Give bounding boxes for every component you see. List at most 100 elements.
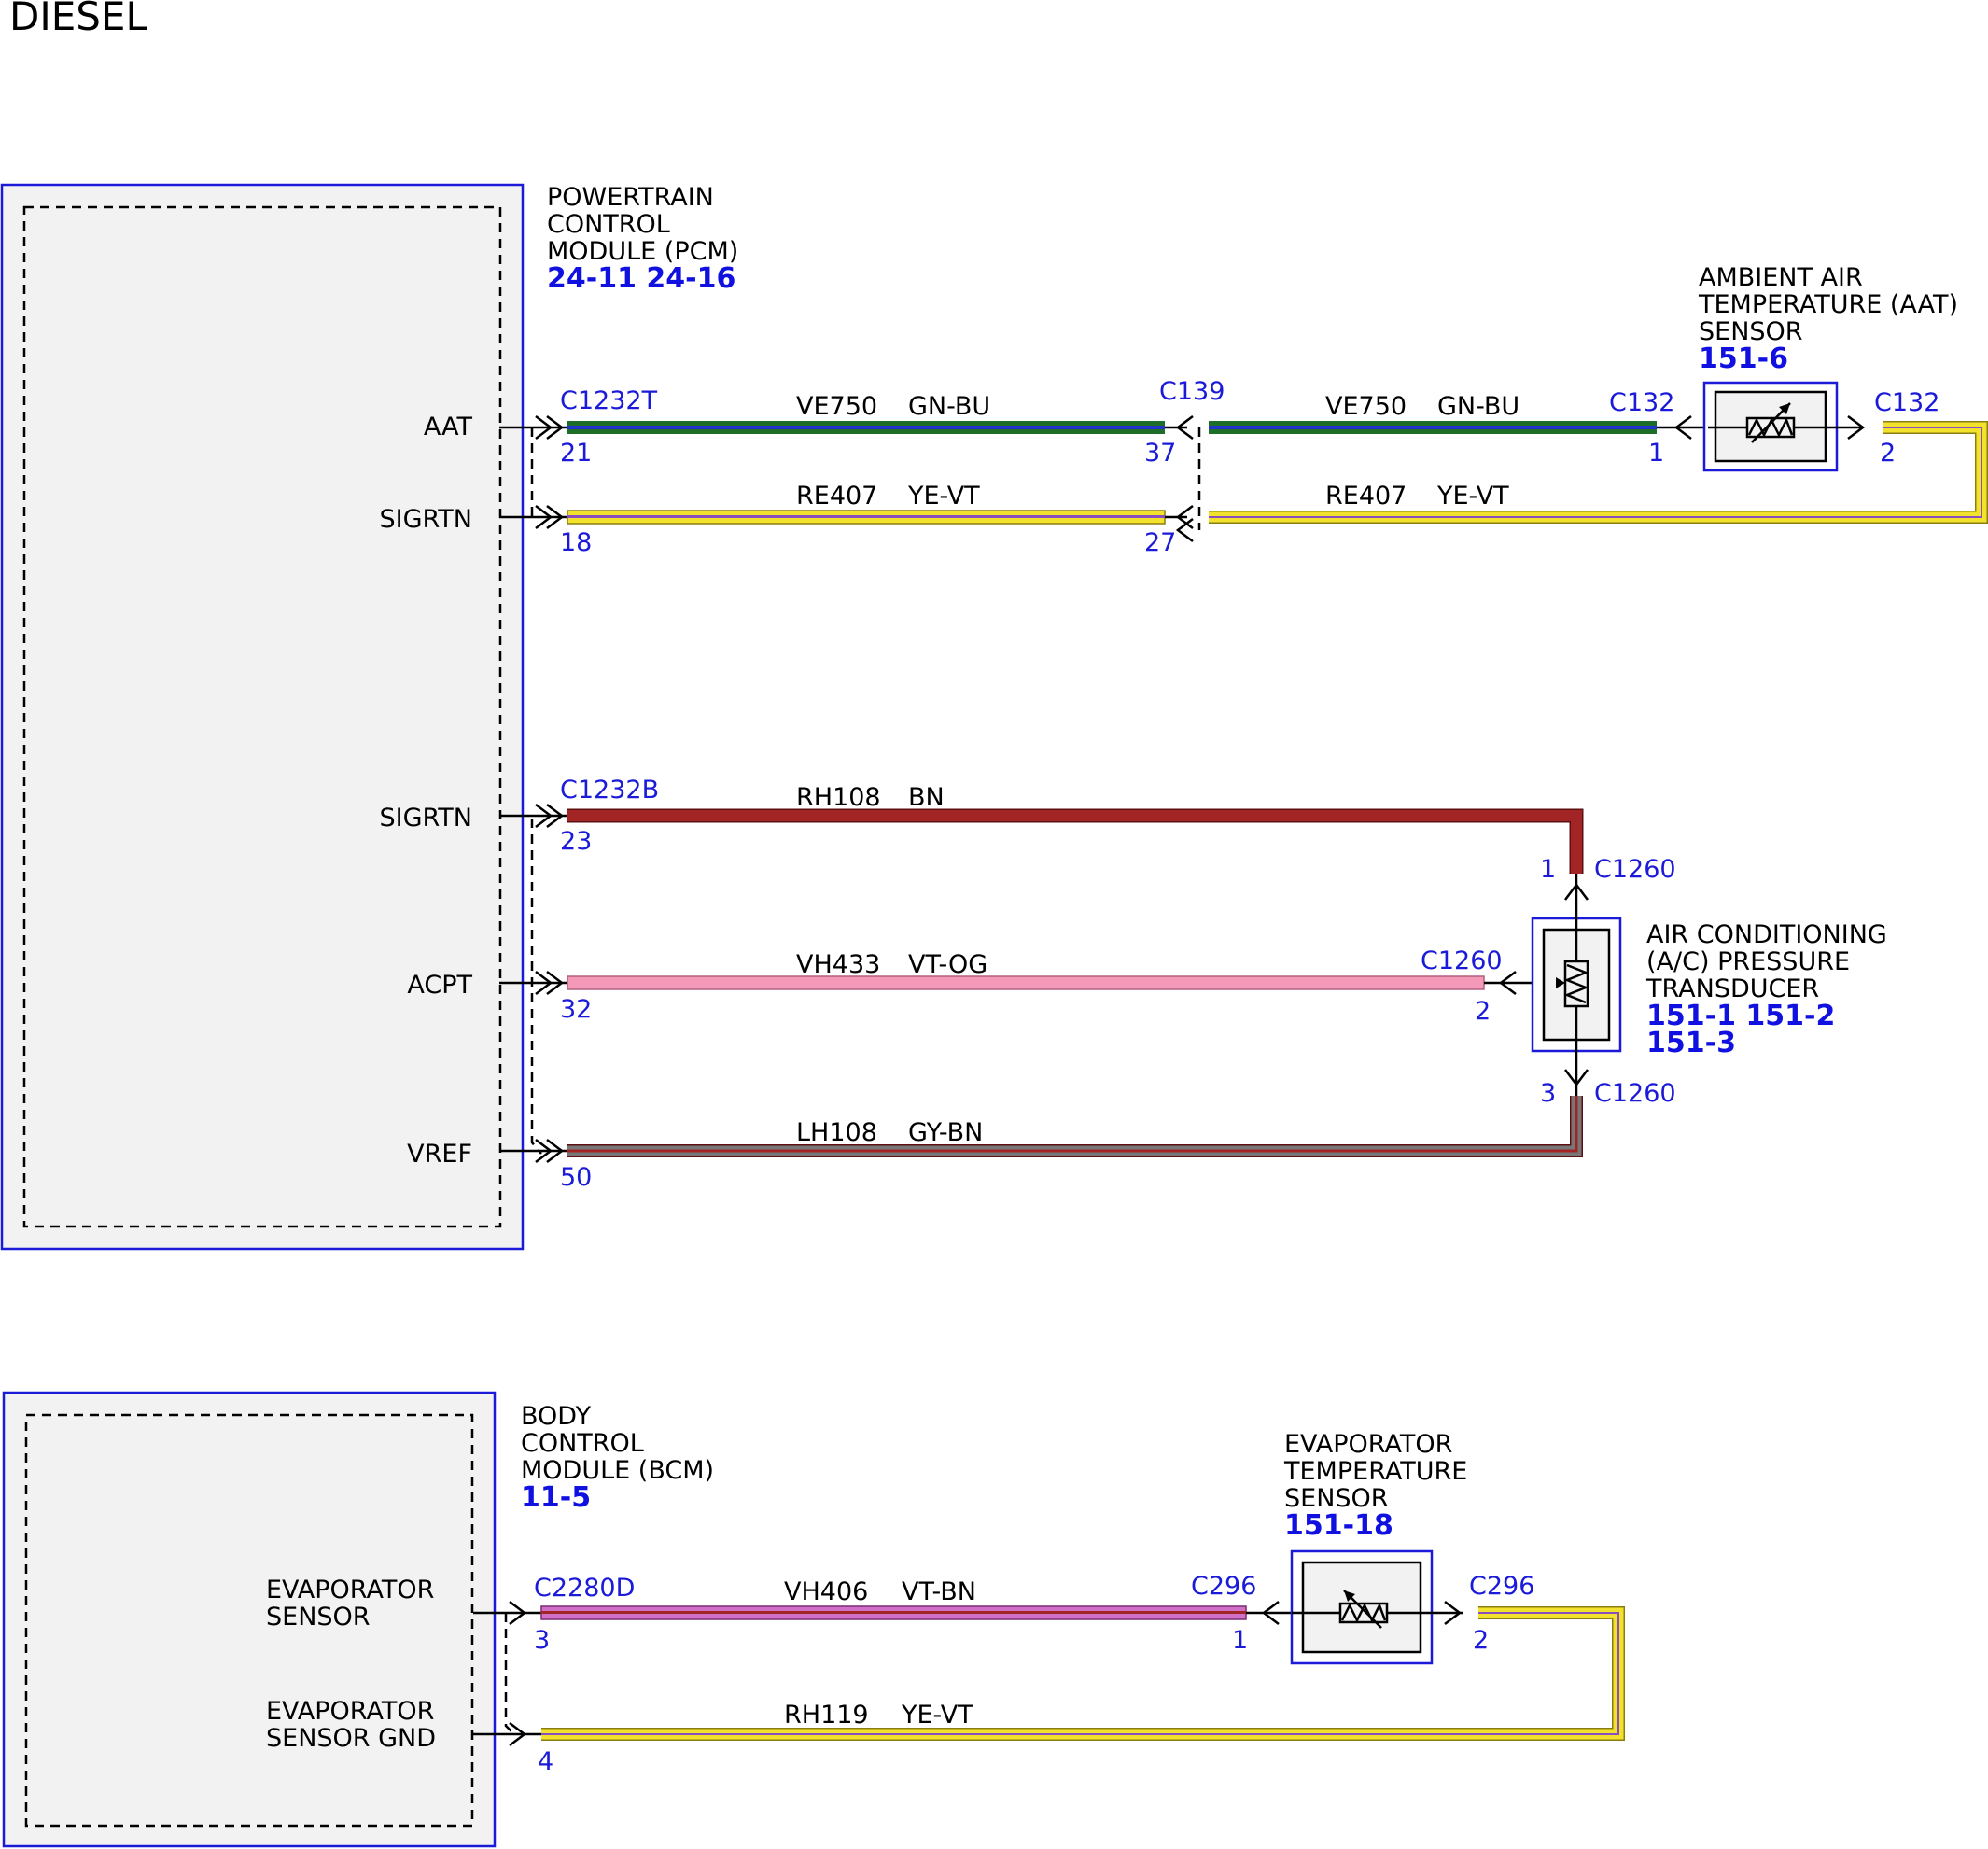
c1260-pin-1: 1 — [1540, 855, 1556, 884]
wire-re407-circuit: RE407 — [796, 482, 877, 511]
evap-sensor-name-line1: EVAPORATOR — [1284, 1430, 1452, 1459]
pcm-pin-18: 18 — [560, 528, 592, 557]
aat-sensor-name-line3: SENSOR — [1699, 317, 1803, 346]
aat-sensor-name-line1: AMBIENT AIR — [1699, 263, 1863, 292]
c2280d-bracket — [504, 1613, 516, 1736]
evap-sensor-name-line3: SENSOR — [1284, 1484, 1389, 1513]
bcm-module — [2, 1391, 497, 1848]
bcm-name-line3: MODULE (BCM) — [521, 1456, 714, 1485]
pcm-pin-acpt: ACPT — [407, 971, 472, 1000]
wire-ve750-right-circuit: VE750 — [1325, 392, 1407, 421]
c296-left-label[interactable]: C296 — [1191, 1572, 1256, 1601]
pcm-pin-32: 32 — [560, 995, 592, 1024]
wire-rh108-color: BN — [908, 783, 945, 812]
pcm-pin-aat: AAT — [424, 413, 473, 441]
acp-name-line2: (A/C) PRESSURE — [1646, 947, 1850, 976]
c1260-pin-3: 3 — [1540, 1079, 1556, 1108]
pcm-pin-sigrtn-2: SIGRTN — [379, 804, 472, 833]
aat-c132-right-label[interactable]: C132 — [1874, 388, 1939, 417]
acp-ref-link-1[interactable]: 151-1 151-2 — [1646, 1000, 1835, 1032]
aat-sensor[interactable] — [1702, 381, 1863, 472]
pcm-connector-c1232t[interactable]: C1232T — [560, 386, 658, 415]
c1260-left-label[interactable]: C1260 — [1421, 946, 1503, 975]
wire-rh119-circuit: RH119 — [784, 1701, 869, 1730]
ac-pressure-transducer[interactable] — [1531, 874, 1622, 1096]
wire-re407-color: YE-VT — [907, 482, 980, 511]
wire-vh433-circuit: VH433 — [796, 950, 880, 979]
wire-rh108-circuit: RH108 — [796, 783, 881, 812]
bcm-ref-link[interactable]: 11-5 — [521, 1481, 591, 1514]
c296-pin-1: 1 — [1232, 1626, 1248, 1655]
bcm-pin-4: 4 — [538, 1747, 553, 1776]
wire-ve750-left[interactable] — [499, 415, 1165, 440]
wire-ve750-right-color: GN-BU — [1437, 392, 1519, 421]
pcm-module — [0, 183, 525, 1251]
evap-sensor-ref-link[interactable]: 151-18 — [1284, 1509, 1393, 1542]
c1260-pin3-arrow — [1564, 1069, 1589, 1087]
wire-lh108-color: GY-BN — [908, 1118, 983, 1147]
acp-name-line1: AIR CONDITIONING — [1646, 920, 1887, 949]
bcm-connector-c2280d[interactable]: C2280D — [534, 1574, 635, 1603]
diagram-title: DIESEL — [9, 0, 147, 39]
wire-lh108[interactable] — [499, 1096, 1583, 1163]
wire-re407-right-color: YE-VT — [1436, 482, 1509, 511]
bcm-pin-3: 3 — [534, 1626, 550, 1655]
wire-ve750-right[interactable] — [1209, 415, 1708, 440]
pcm-connector-c1232b[interactable]: C1232B — [560, 776, 659, 805]
bcm-name-line2: CONTROL — [521, 1429, 644, 1458]
aat-sensor-ref-link[interactable]: 151-6 — [1699, 343, 1788, 375]
wire-vh433-color: VT-OG — [908, 950, 987, 979]
bcm-pin-evap-sensor-line1: EVAPORATOR — [266, 1576, 434, 1604]
c139-pin-27-arrow — [1175, 518, 1194, 542]
aat-sensor-name-line2: TEMPERATURE (AAT) — [1698, 290, 1958, 319]
pressure-sensor-icon — [1563, 960, 1589, 1008]
pcm-pin-vref: VREF — [407, 1140, 472, 1169]
pcm-name-line2: CONTROL — [547, 210, 670, 239]
bcm-name-line1: BODY — [521, 1402, 592, 1431]
pcm-pin-sigrtn-1: SIGRTN — [379, 505, 472, 534]
wire-re407-right[interactable] — [1209, 421, 1988, 524]
acp-ref-link-2[interactable]: 151-3 — [1646, 1027, 1736, 1059]
wire-rh108[interactable] — [499, 804, 1584, 874]
c1232b-bracket — [530, 819, 542, 1155]
pcm-pin-21: 21 — [560, 439, 592, 468]
c296-right-label[interactable]: C296 — [1469, 1572, 1534, 1601]
c1260-pin1-arrow — [1564, 882, 1589, 901]
evaporator-temperature-sensor[interactable] — [1290, 1549, 1463, 1665]
wire-lh108-circuit: LH108 — [796, 1118, 877, 1147]
c1260-pin-2: 2 — [1475, 997, 1491, 1026]
c1260-top-label[interactable]: C1260 — [1594, 855, 1676, 884]
c296-right-arrow — [1444, 1601, 1463, 1625]
wire-ve750-color: GN-BU — [908, 392, 990, 421]
bcm-pin-evap-sensor-line2: SENSOR — [266, 1603, 371, 1632]
c139-pin-37-arrow — [1175, 415, 1194, 440]
pcm-ref-link[interactable]: 24-11 24-16 — [547, 262, 735, 295]
wire-vh406-circuit: VH406 — [784, 1577, 868, 1606]
bcm-pin-evap-gnd-line2: SENSOR GND — [266, 1724, 436, 1753]
thermistor-icon — [1745, 416, 1796, 439]
c139-label[interactable]: C139 — [1159, 377, 1225, 406]
acp-name-line3: TRANSDUCER — [1645, 974, 1819, 1003]
c296-pin-2: 2 — [1473, 1626, 1489, 1655]
c139-pin-27: 27 — [1144, 528, 1176, 557]
c139-pin-37: 37 — [1144, 439, 1176, 468]
wire-vh406[interactable] — [473, 1601, 1292, 1625]
aat-c132-right-arrow — [1847, 415, 1866, 440]
aat-c132-left-label[interactable]: C132 — [1609, 388, 1674, 417]
pcm-pin-23: 23 — [560, 827, 592, 856]
wire-rh119-color: YE-VT — [901, 1701, 973, 1730]
bcm-pin-evap-gnd-line1: EVAPORATOR — [266, 1697, 434, 1726]
pcm-name-line1: POWERTRAIN — [547, 183, 714, 212]
wire-ve750-circuit: VE750 — [796, 392, 877, 421]
evap-sensor-name-line2: TEMPERATURE — [1283, 1457, 1467, 1486]
thermistor-icon — [1338, 1602, 1389, 1624]
c1260-bottom-label[interactable]: C1260 — [1594, 1079, 1676, 1108]
wire-rh119[interactable] — [473, 1606, 1625, 1746]
wire-re407-right-circuit: RE407 — [1325, 482, 1407, 511]
pcm-pin-50: 50 — [560, 1163, 592, 1192]
aat-c132-pin-1: 1 — [1648, 439, 1664, 468]
pcm-name-line3: MODULE (PCM) — [547, 237, 738, 266]
wire-vh433[interactable] — [499, 971, 1575, 995]
aat-c132-pin-2: 2 — [1880, 439, 1896, 468]
